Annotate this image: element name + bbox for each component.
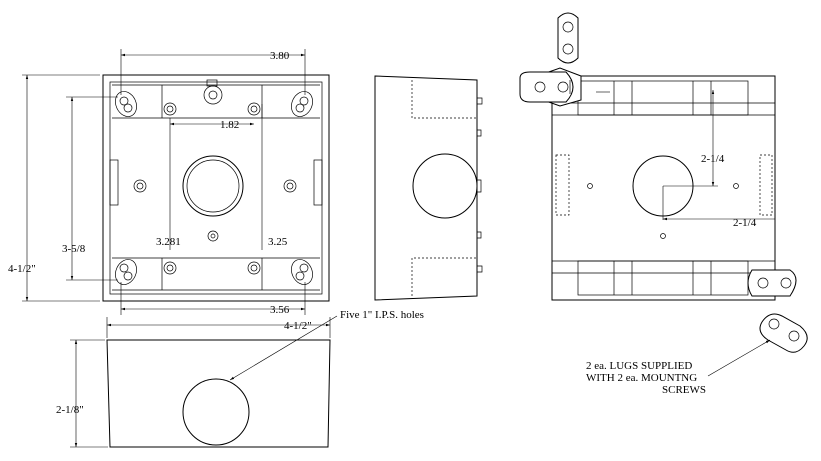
corner-lug-bottom-left [115, 259, 137, 285]
front-view [102, 74, 330, 302]
corner-lug-top-right [291, 91, 313, 117]
dim-inner-height: 3-5/8 [62, 243, 86, 255]
ips-hole-knockout [182, 155, 244, 217]
dim-top-width: 3.80 [270, 50, 290, 62]
dim-hole-offset-a: 3.281 [156, 236, 181, 248]
dim-left-height: 4-1/2" [8, 263, 36, 275]
dim-rear-vertical: 2-1/4 [701, 153, 725, 165]
front-dimensions: 3.80 1.82 4-1/2" 3-5/8 3.281 3.25 3.56 [8, 49, 306, 316]
dim-lug-span: 1.82 [220, 119, 239, 131]
end-view: 4-1/2" 2-1/8" [56, 317, 331, 448]
dim-bottom-span: 3.56 [270, 304, 290, 316]
rear-view: 2-1/4 2-1/4 [519, 12, 808, 353]
dim-hole-offset-b: 3.25 [268, 236, 288, 248]
dim-overall-width: 4-1/2" [284, 320, 312, 332]
holes-callout-label: Five 1" I.P.S. holes [340, 309, 424, 321]
corner-lug-top-left [115, 91, 137, 117]
holes-callout: Five 1" I.P.S. holes [229, 309, 424, 381]
corner-lug-bottom-right [291, 259, 313, 285]
loose-lug-bottom [759, 313, 808, 353]
mounting-hole [133, 85, 297, 275]
dim-rear-horizontal: 2-1/4 [733, 217, 757, 229]
rear-lug-bottom [747, 269, 797, 297]
loose-lug-top [557, 12, 579, 64]
lugs-callout-line2: WITH 2 ea. MOUNTNG [586, 372, 697, 384]
side-view [374, 75, 483, 301]
dim-depth: 2-1/8" [56, 404, 84, 416]
lugs-callout: 2 ea. LUGS SUPPLIED WITH 2 ea. MOUNTNG S… [586, 339, 771, 396]
rear-lug-top [519, 67, 582, 107]
lugs-callout-line3: SCREWS [662, 384, 706, 396]
lugs-callout-line1: 2 ea. LUGS SUPPLIED [586, 360, 692, 372]
